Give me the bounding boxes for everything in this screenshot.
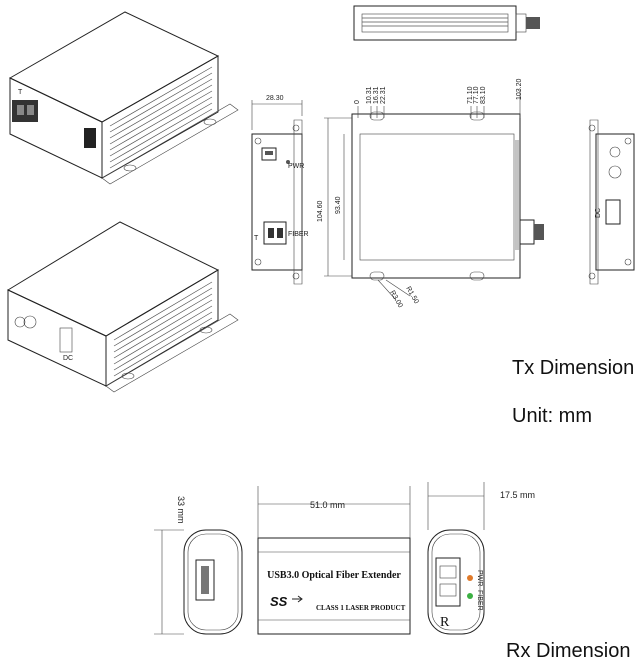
dc-jack-icon xyxy=(605,199,621,225)
dim-radius-a: R3.00 xyxy=(388,290,403,310)
left-fiber-label: FIBER xyxy=(288,231,309,238)
usb-port-icon xyxy=(84,128,96,148)
dim-depth: 28.30 xyxy=(266,95,284,102)
left-t-label: T xyxy=(254,235,259,242)
usb-logo-icon xyxy=(292,595,303,603)
fiber-led-icon xyxy=(467,593,473,599)
tx-front-view: 0 10.31 16.31 22.31 71.10 77.10 83.10 10… xyxy=(317,78,544,309)
tx-right-side-view: DC xyxy=(588,119,635,285)
dim-x2: 16.31 xyxy=(373,86,380,104)
pwr-led-icon xyxy=(467,575,473,581)
rx-end-view-usb: 33 mm xyxy=(154,496,243,635)
rx-r-mark: R xyxy=(440,615,450,630)
dim-x3: 22.31 xyxy=(380,86,387,104)
rx-dim-width: 51.0 mm xyxy=(310,500,345,510)
rx-product-name: USB3.0 Optical Fiber Extender xyxy=(267,570,401,581)
unit-label: Unit: mm xyxy=(512,405,592,427)
screw-icon xyxy=(23,315,37,329)
usb-port-icon xyxy=(195,559,215,601)
dim-h-outer: 104.60 xyxy=(317,200,324,222)
tx-left-side-view: PWR FIBER T 28.30 xyxy=(251,95,309,285)
dim-x7: 103.20 xyxy=(516,78,523,100)
dim-x5: 77.10 xyxy=(473,86,480,104)
rx-laser-text: CLASS 1 LASER PRODUCT xyxy=(316,604,406,612)
dim-x0: 0 xyxy=(354,100,361,104)
dim-h-inner: 93.40 xyxy=(335,196,342,214)
rx-dim-depth: 17.5 mm xyxy=(500,490,535,500)
rx-fiber-label: FIBER xyxy=(476,590,483,611)
dim-radius-b: R1.50 xyxy=(404,286,419,306)
dc-jack-icon xyxy=(59,327,73,353)
dim-x1: 10.31 xyxy=(366,86,373,104)
right-dc-label: DC xyxy=(595,208,602,218)
dim-x4: 71.10 xyxy=(467,86,474,104)
rx-dim-height: 33 mm xyxy=(176,496,186,524)
iso-t-label: T xyxy=(18,89,23,96)
screw-icon xyxy=(14,316,26,328)
rx-dimension-title: Rx Dimension xyxy=(506,640,630,659)
left-pwr-label: PWR xyxy=(288,163,304,170)
iso-view-fiber-side: T xyxy=(8,11,239,185)
tx-dimension-title: Tx Dimension xyxy=(512,357,634,379)
screw-icon xyxy=(609,146,621,158)
rx-front-view: USB3.0 Optical Fiber Extender SS CLASS 1… xyxy=(257,486,411,635)
fiber-port-icon xyxy=(263,221,287,245)
usb-port-icon xyxy=(261,147,277,161)
iso-dc-label: DC xyxy=(63,355,73,362)
rx-pwr-label: PWR xyxy=(476,570,483,586)
screw-icon xyxy=(608,165,622,179)
dim-x6: 83.10 xyxy=(480,86,487,104)
rx-end-view-fiber: PWR FIBER R 17.5 mm xyxy=(427,482,535,635)
iso-view-dc-side: DC xyxy=(6,221,239,393)
rx-ss-logo: SS xyxy=(270,594,288,609)
fiber-port-icon xyxy=(435,557,461,607)
fiber-port-icon xyxy=(12,100,38,122)
tx-top-view xyxy=(353,5,540,41)
